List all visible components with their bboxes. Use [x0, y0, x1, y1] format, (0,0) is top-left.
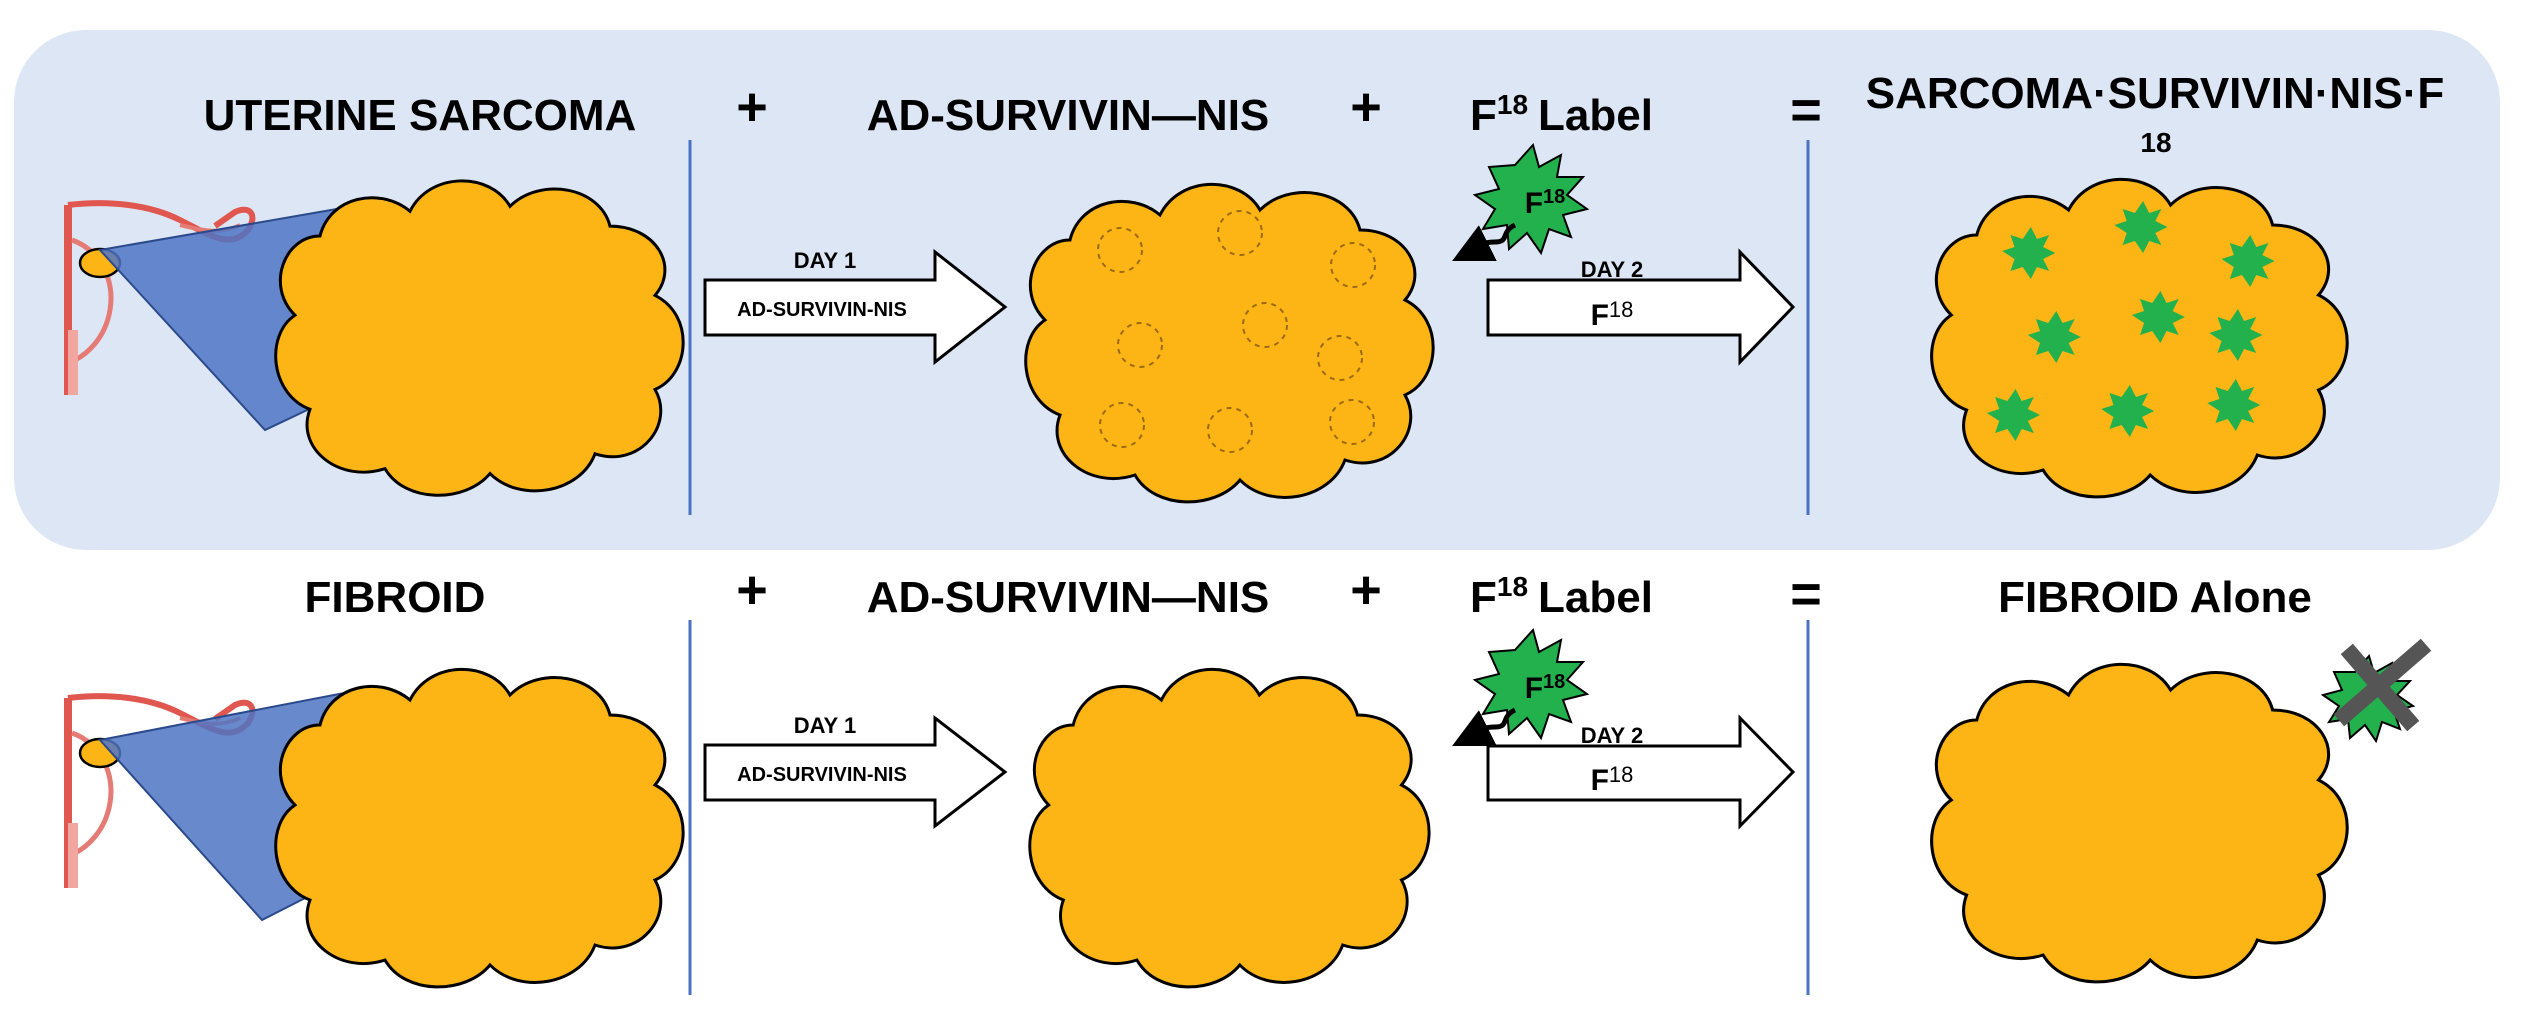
- equals-sign: =: [1790, 80, 1822, 140]
- uptake-spot: [2221, 235, 2275, 287]
- result-label: FIBROID Alone: [1998, 573, 2312, 622]
- starburst-sup: 18: [1543, 671, 1565, 693]
- day2-label: DAY 2: [1581, 257, 1643, 282]
- cross-stroke-2: [2333, 638, 2432, 727]
- day1-arrow-text: AD-SURVIVIN-NIS: [737, 764, 907, 786]
- tumor-cloud-result: [1930, 662, 2349, 984]
- tumor-cloud-result: [1930, 177, 2349, 499]
- day2-arrow: [1486, 714, 1796, 830]
- plus-sign-2: +: [1350, 77, 1382, 137]
- starburst-pointer: [1452, 707, 1517, 746]
- day1-arrow: [703, 248, 1008, 366]
- vector-label: AD-SURVIVIN—NIS: [867, 91, 1270, 140]
- x-cross-icon: [2320, 638, 2432, 744]
- plus-sign-1: +: [736, 560, 768, 620]
- dashed-receptor-circles: [1097, 210, 1376, 453]
- uptake-spot: [2209, 309, 2263, 361]
- day1-arrow-text: AD-SURVIVIN-NIS: [737, 299, 907, 321]
- uptake-spot: [2002, 227, 2056, 279]
- starburst-base: F: [1525, 187, 1543, 220]
- tumor-cloud-day1: [1028, 667, 1431, 989]
- starburst-text: F18: [1525, 671, 1566, 705]
- result-label: SARCOMA·SURVIVIN·NIS·F: [1866, 69, 2445, 118]
- tracer-sup: 18: [1497, 571, 1528, 602]
- f18-starburst-icon: F18: [1452, 142, 1590, 261]
- uptake-spot: [2101, 385, 2155, 437]
- plus-sign-1: +: [736, 77, 768, 137]
- day1-label: DAY 1: [794, 248, 856, 273]
- tracer-word: Label: [1538, 91, 1653, 140]
- equals-sign: =: [1790, 564, 1822, 624]
- uptake-spot: [2114, 201, 2168, 253]
- day2-arrow-sup: 18: [1609, 297, 1633, 322]
- starburst-base: F: [1525, 672, 1543, 705]
- starburst-pointer: [1452, 222, 1517, 261]
- tumor-cloud-day1: [1024, 182, 1435, 504]
- result-subscript: 18: [2140, 127, 2171, 158]
- condition-label: UTERINE SARCOMA: [204, 91, 637, 140]
- starburst-text: F18: [1525, 186, 1566, 220]
- vector-label: AD-SURVIVIN—NIS: [867, 573, 1270, 622]
- f18-starburst-icon: F18: [1452, 627, 1590, 746]
- uptake-spot: [2027, 311, 2081, 363]
- day2-arrow-text: F18: [1591, 762, 1634, 797]
- tumor-cloud-start: [274, 667, 685, 989]
- day2-label: DAY 2: [1581, 723, 1643, 748]
- uptake-spot: [2131, 291, 2185, 343]
- tracer-base: F: [1470, 573, 1497, 622]
- tumor-cloud-start: [274, 179, 685, 497]
- condition-label: FIBROID: [305, 573, 486, 622]
- tracer-label: F18 Label: [1470, 571, 1653, 622]
- tracer-base: F: [1470, 91, 1497, 140]
- tracer-word: Label: [1538, 573, 1653, 622]
- day1-arrow: [703, 714, 1008, 830]
- day1-label: DAY 1: [794, 713, 856, 738]
- tracer-label: F18 Label: [1470, 89, 1653, 140]
- plus-sign-2: +: [1350, 560, 1382, 620]
- uptake-spots: [1987, 201, 2275, 441]
- starburst-sup: 18: [1543, 186, 1565, 208]
- day2-arrow: [1486, 248, 1796, 366]
- day2-arrow-text: F18: [1591, 297, 1634, 332]
- tracer-sup: 18: [1497, 89, 1528, 120]
- day2-arrow-base: F: [1591, 764, 1609, 797]
- uptake-spot: [2207, 379, 2261, 431]
- uptake-spot: [1987, 389, 2041, 441]
- day2-arrow-sup: 18: [1609, 762, 1633, 787]
- day2-arrow-base: F: [1591, 299, 1609, 332]
